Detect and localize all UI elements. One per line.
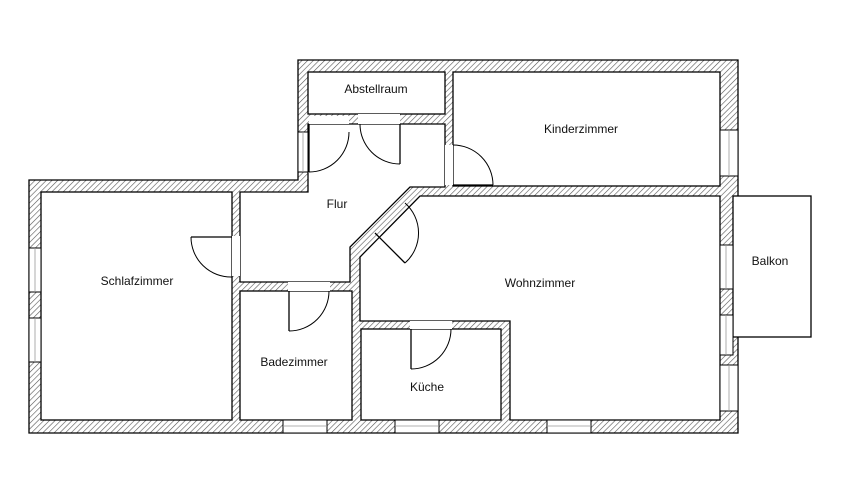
label-badezimmer: Badezimmer <box>260 355 327 369</box>
label-flur: Flur <box>327 197 348 211</box>
door-gap-abstellraum <box>358 114 400 124</box>
room-abstellraum <box>307 71 446 115</box>
label-kueche: Küche <box>410 380 444 394</box>
label-abstellraum: Abstellraum <box>344 82 407 96</box>
room-kueche <box>360 328 502 421</box>
door-schlafzimmer <box>190 236 233 278</box>
room-wohnzimmer <box>359 195 721 421</box>
door-gap-flur-top <box>309 116 349 124</box>
door-abstellraum <box>359 123 401 165</box>
door-wohnzimmer <box>374 202 419 264</box>
window-schlafzimmer-upper <box>28 247 42 293</box>
window-kinderzimmer-right <box>719 129 739 177</box>
door-kinderzimmer <box>452 144 494 186</box>
window-abstellraum-left <box>297 131 309 173</box>
door-badezimmer <box>288 290 330 332</box>
room-badezimmer <box>239 290 353 421</box>
room-kinderzimmer <box>452 71 721 187</box>
door-gap-schlafzimmer <box>232 236 240 276</box>
window-wohnzimmer-right-mid <box>719 314 734 356</box>
window-kueche-bottom <box>394 419 440 434</box>
window-wohnzimmer-right-upper <box>719 244 734 290</box>
window-wohnzimmer-bottom <box>546 419 592 434</box>
label-schlafzimmer: Schlafzimmer <box>101 274 174 288</box>
window-wohnzimmer-right-lower <box>719 364 739 412</box>
label-wohnzimmer: Wohnzimmer <box>505 276 575 290</box>
door-flur-entry <box>308 124 350 173</box>
door-gap-kueche <box>410 321 452 329</box>
window-badezimmer-bottom <box>282 419 328 434</box>
label-kinderzimmer: Kinderzimmer <box>544 122 618 136</box>
room-schlafzimmer <box>40 191 233 421</box>
door-kueche <box>410 328 452 370</box>
door-gap-kinderzimmer <box>445 145 453 185</box>
window-schlafzimmer-lower <box>28 317 42 363</box>
door-gap-badezimmer <box>288 282 330 291</box>
label-balkon: Balkon <box>752 254 789 268</box>
